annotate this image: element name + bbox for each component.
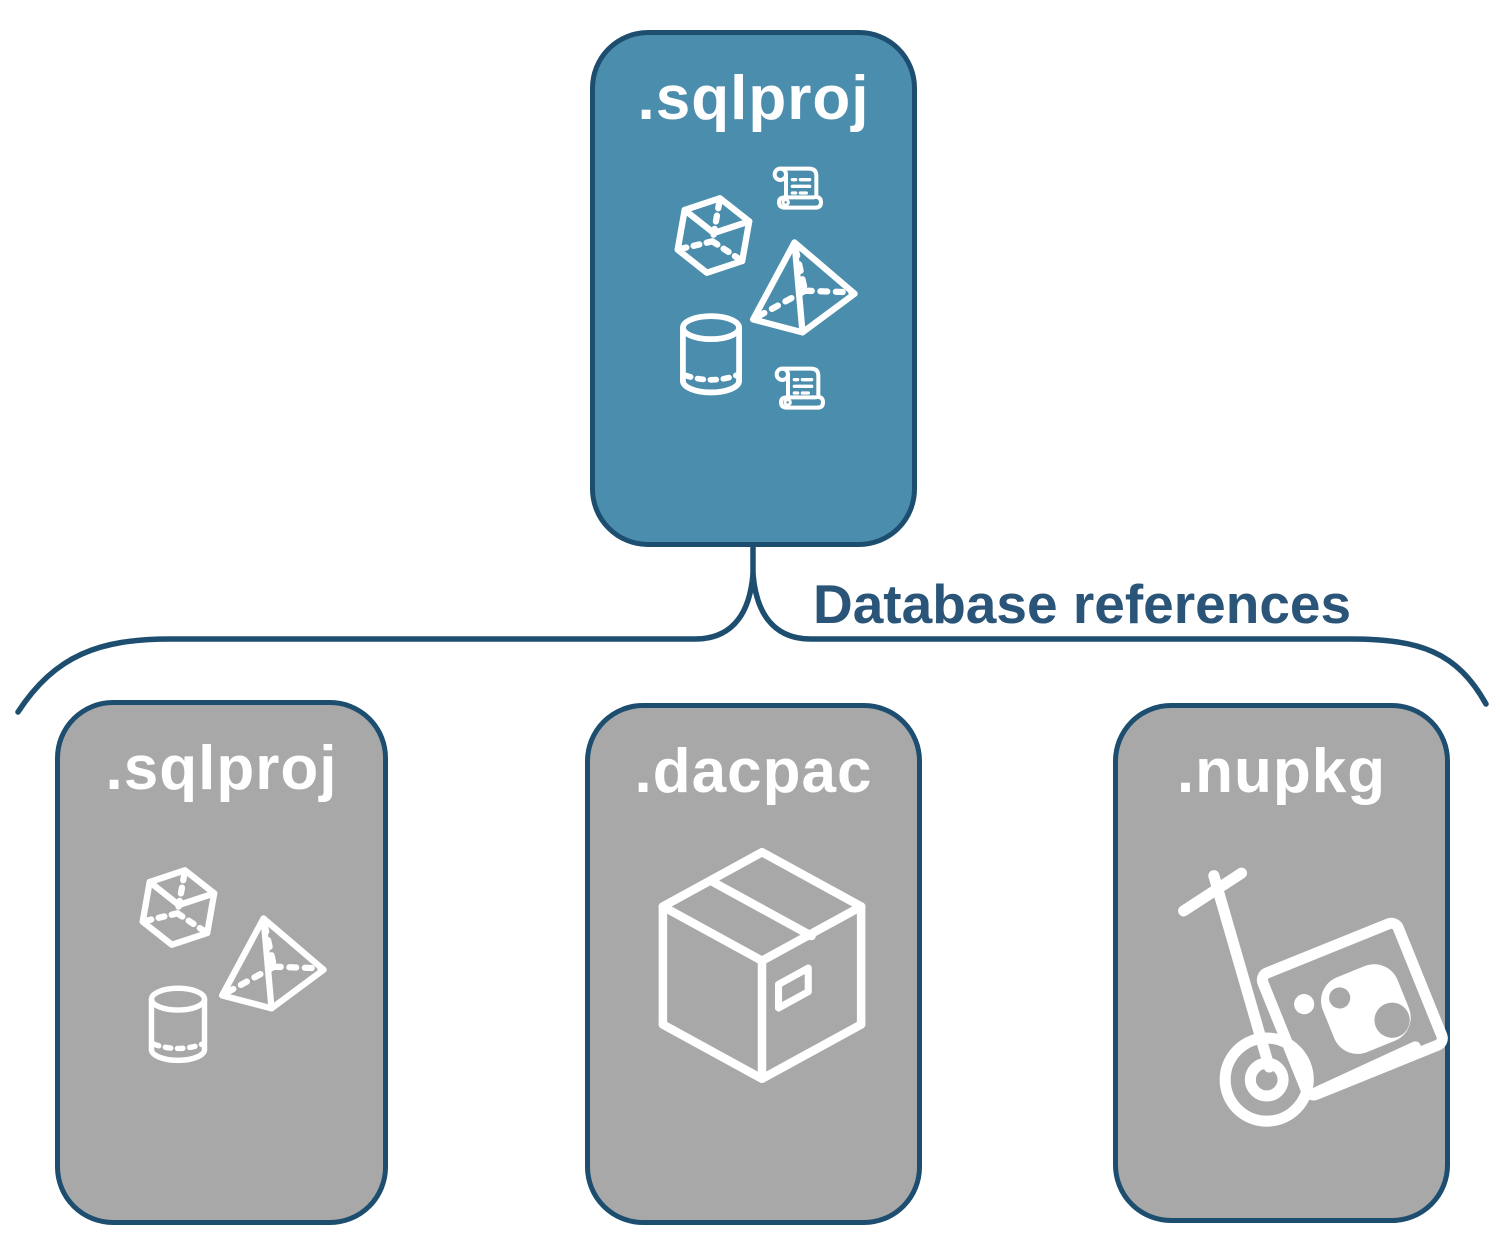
pyramid-icon	[749, 239, 858, 336]
root-node-label: .sqlproj	[637, 64, 870, 133]
nuget-logo	[1294, 964, 1411, 1054]
cylinder-icon	[680, 313, 742, 396]
sql-script-icon	[774, 366, 825, 410]
package-box-icon	[658, 847, 866, 1084]
hand-truck-icon	[1178, 867, 1448, 1127]
sql-script-icon	[772, 166, 823, 210]
child-node-sqlproj: .sqlproj	[55, 700, 388, 1225]
cube-icon	[674, 195, 753, 276]
cylinder-icon	[148, 985, 208, 1064]
root-node-sqlproj: .sqlproj	[590, 30, 917, 547]
child-node-label: .sqlproj	[105, 734, 338, 803]
child-node-dacpac: .dacpac	[585, 703, 922, 1225]
connector-label: Database references	[813, 573, 1352, 635]
child-node-label: .nupkg	[1176, 737, 1387, 806]
child-node-nupkg: .nupkg	[1113, 703, 1450, 1223]
pyramid-icon	[218, 915, 327, 1012]
child-node-label: .dacpac	[634, 737, 873, 806]
cube-icon	[139, 867, 218, 948]
